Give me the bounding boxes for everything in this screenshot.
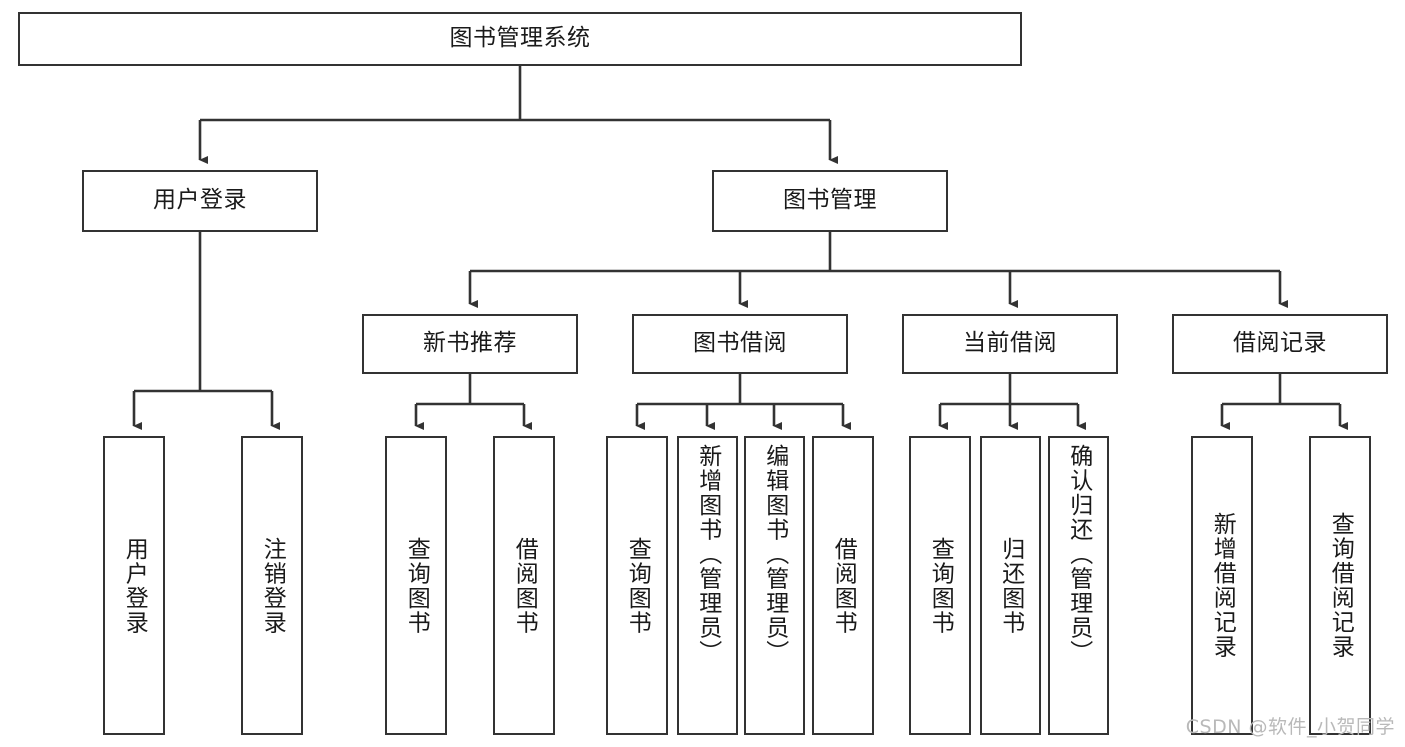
node-label: 查询图书 [403,536,430,635]
node-label: 查询图书 [624,536,651,635]
node-borrow-record[interactable]: 借阅记录 [1172,314,1388,374]
leaf-borrow-book-newbook[interactable]: 借阅图书 [493,436,555,735]
leaf-confirm-return-admin[interactable]: 确认归还（管理员） [1048,436,1109,735]
node-label: 编辑图书（管理员） [761,444,788,665]
node-label: 图书管理系统 [449,25,591,52]
node-label: 查询借阅记录 [1327,512,1354,659]
leaf-logout-login[interactable]: 注销登录 [241,436,303,735]
node-label: 确认归还（管理员） [1065,444,1092,665]
leaf-query-book-borrow[interactable]: 查询图书 [606,436,668,735]
node-new-book-recommend[interactable]: 新书推荐 [362,314,578,374]
node-label: 新增图书（管理员） [694,444,721,665]
node-book-borrow[interactable]: 图书借阅 [632,314,848,374]
node-label: 借阅记录 [1233,330,1327,357]
node-user-login[interactable]: 用户登录 [82,170,318,232]
node-label: 借阅图书 [830,536,857,635]
leaf-add-borrow-record[interactable]: 新增借阅记录 [1191,436,1253,735]
node-label: 图书借阅 [693,330,787,357]
node-label: 用户登录 [153,187,247,214]
node-label: 新增借阅记录 [1209,512,1236,659]
node-label: 当前借阅 [963,330,1057,357]
node-book-management[interactable]: 图书管理 [712,170,948,232]
node-label: 新书推荐 [423,330,517,357]
leaf-edit-book-admin[interactable]: 编辑图书（管理员） [744,436,805,735]
leaf-query-book-newbook[interactable]: 查询图书 [385,436,447,735]
node-label: 用户登录 [121,536,148,635]
node-label: 查询图书 [927,536,954,635]
leaf-user-login[interactable]: 用户登录 [103,436,165,735]
leaf-return-book[interactable]: 归还图书 [980,436,1041,735]
leaf-query-book-current[interactable]: 查询图书 [909,436,971,735]
node-label: 图书管理 [783,187,877,214]
node-current-borrow[interactable]: 当前借阅 [902,314,1118,374]
leaf-query-borrow-record[interactable]: 查询借阅记录 [1309,436,1371,735]
leaf-add-book-admin[interactable]: 新增图书（管理员） [677,436,738,735]
node-label: 注销登录 [259,536,286,635]
node-root-system[interactable]: 图书管理系统 [18,12,1022,66]
watermark-text: CSDN @软件_小贺同学 [1185,716,1395,738]
node-label: 归还图书 [997,536,1024,635]
node-label: 借阅图书 [511,536,538,635]
leaf-borrow-book[interactable]: 借阅图书 [812,436,874,735]
